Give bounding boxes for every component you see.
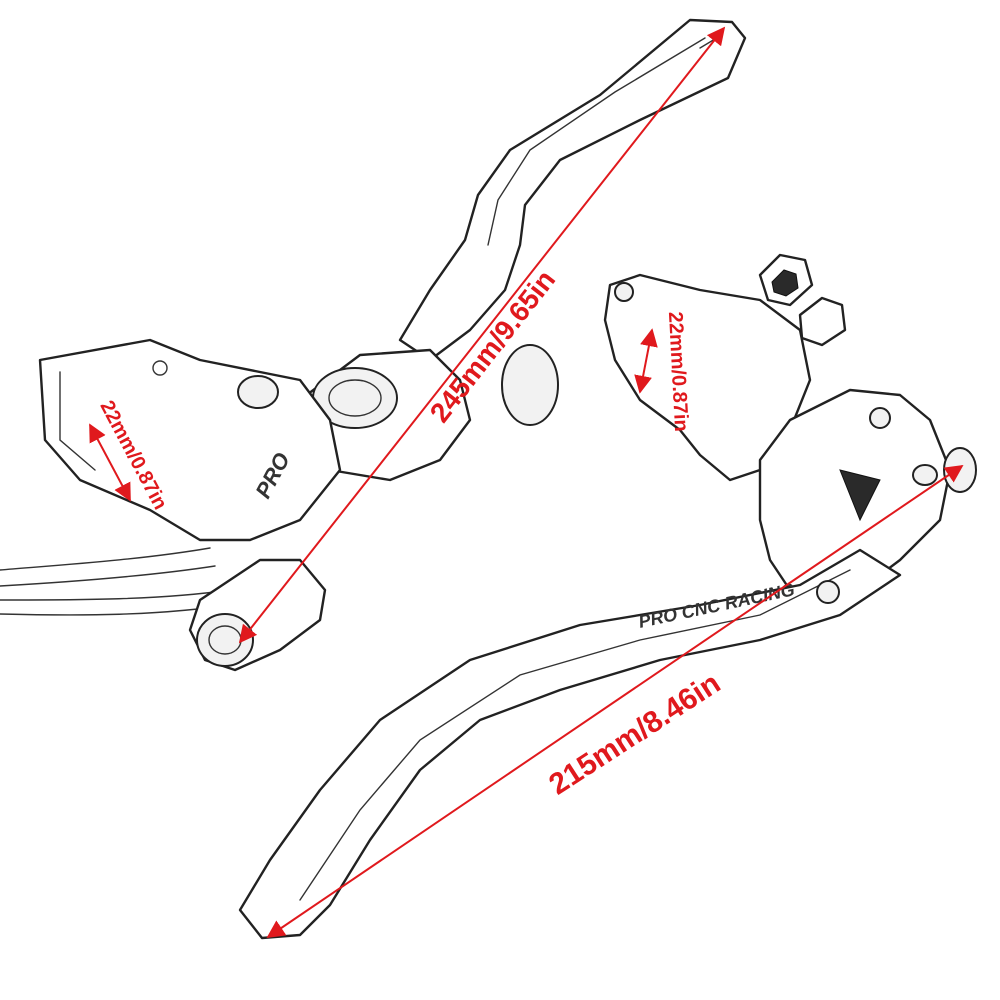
right-adjuster-knob <box>943 447 977 493</box>
left-clamp-diameter-line <box>89 423 131 502</box>
right-lever-assembly: PRO CNC RACING <box>238 253 977 940</box>
right-lever-length-line <box>266 464 964 939</box>
right-clamp-diameter-line <box>634 328 658 394</box>
left-clamp-body <box>38 338 342 542</box>
right-lever-blade <box>238 548 902 940</box>
right-banjo-fittings <box>758 253 847 347</box>
left-clamp-screw-icon <box>237 375 279 409</box>
left-adjuster-knob <box>501 344 559 426</box>
